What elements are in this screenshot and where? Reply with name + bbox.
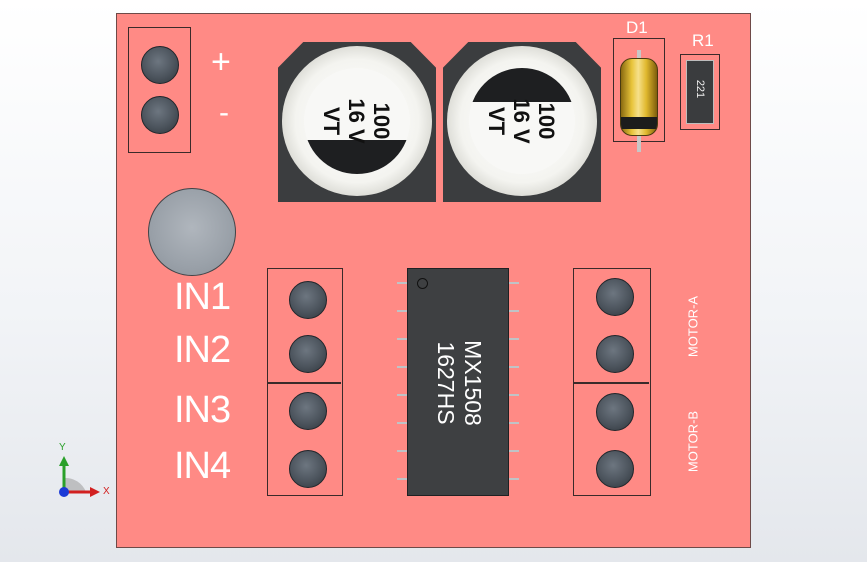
power-plus-label: + (211, 43, 231, 81)
input-pin-1[interactable] (289, 281, 327, 319)
chip-lead (397, 394, 407, 396)
motor-a-pin-2[interactable] (596, 335, 634, 373)
motor-b-pin-1[interactable] (596, 393, 634, 431)
chip-lead (509, 422, 519, 424)
motor-b-pin-2[interactable] (596, 450, 634, 488)
motor-header-divider (574, 382, 649, 384)
resistor-ref-label: R1 (692, 31, 714, 50)
chip-lead (397, 310, 407, 312)
coordinate-triad (59, 456, 100, 497)
capacitor-1[interactable]: 100 16 V VT (276, 40, 438, 204)
z-axis-dot (59, 487, 69, 497)
diode-ref-label: D1 (626, 18, 648, 37)
motor-a-label: MOTOR-A (685, 295, 701, 358)
y-axis-label: Y (59, 442, 66, 453)
chip-pin1-marker (417, 278, 428, 289)
motor-header (573, 268, 651, 496)
resistor-value-marking: 221 (694, 79, 706, 99)
motor-a-pin-1[interactable] (596, 278, 634, 316)
label-in2: IN2 (174, 329, 231, 371)
x-axis-label: X (103, 486, 110, 497)
capacitor-2-marking: 100 16 V VT (484, 98, 560, 144)
y-axis-head (59, 456, 69, 466)
driver-chip[interactable]: MX1508 1627HS (407, 268, 509, 496)
input-header-divider (268, 382, 341, 384)
chip-lead (509, 394, 519, 396)
chip-lead (509, 366, 519, 368)
power-pin-plus[interactable] (141, 46, 179, 84)
triad-plane (64, 477, 86, 492)
power-pin-minus[interactable] (141, 96, 179, 134)
chip-lead (397, 366, 407, 368)
label-in1: IN1 (174, 276, 231, 318)
chip-lead (397, 282, 407, 284)
chip-lead (397, 450, 407, 452)
chip-lead (509, 282, 519, 284)
chip-lead (509, 310, 519, 312)
diode-body[interactable] (620, 58, 658, 136)
chip-lead (509, 338, 519, 340)
chip-marking: MX1508 1627HS (433, 340, 486, 426)
power-minus-label: - (219, 96, 229, 129)
power-header (128, 27, 191, 153)
input-pin-3[interactable] (289, 392, 327, 430)
diode-cathode-band (621, 117, 657, 129)
chip-lead (509, 478, 519, 480)
motor-b-label: MOTOR-B (685, 410, 701, 473)
chip-lead (397, 338, 407, 340)
mounting-hole (148, 188, 236, 276)
capacitor-2[interactable]: 100 16 V VT (441, 40, 603, 204)
resistor-body[interactable]: 221 (686, 60, 714, 124)
label-in4: IN4 (174, 445, 231, 487)
input-pin-2[interactable] (289, 335, 327, 373)
resistor-outline (680, 54, 720, 130)
input-pin-4[interactable] (289, 450, 327, 488)
input-header (267, 268, 343, 496)
x-axis-head (90, 487, 100, 497)
capacitor-1-marking: 100 16 V VT (319, 98, 395, 144)
label-in3: IN3 (174, 389, 231, 431)
chip-lead (397, 422, 407, 424)
chip-lead (397, 478, 407, 480)
chip-lead (509, 450, 519, 452)
